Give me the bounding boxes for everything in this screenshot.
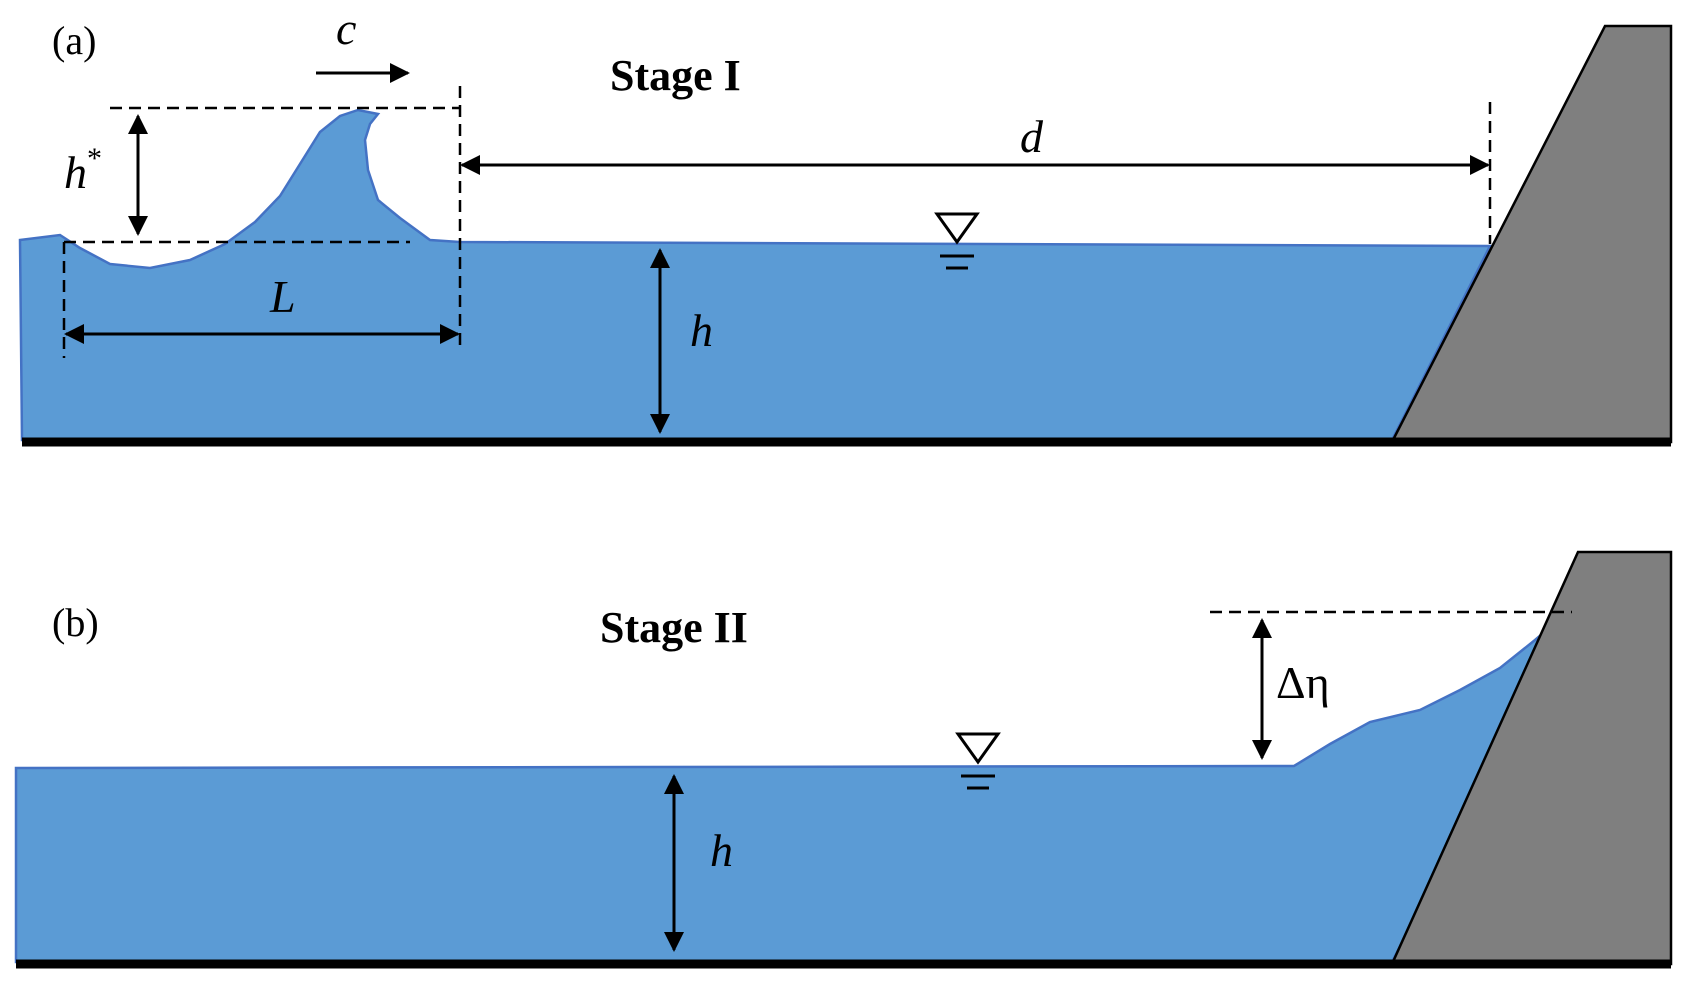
wave-height-label: h* — [64, 142, 102, 198]
water-body-a — [18, 108, 1493, 442]
panel-a: (a) Stage I c h* L d — [18, 3, 1673, 447]
depth-label-a: h — [690, 305, 713, 356]
wave-length-label: L — [269, 271, 296, 322]
panel-b-label: (b) — [52, 600, 99, 645]
free-surface-symbol-b — [955, 732, 1001, 790]
stage-2-title: Stage II — [600, 603, 748, 652]
runup-label: Δη — [1276, 657, 1330, 708]
panel-b: (b) Stage II Δη h — [14, 550, 1673, 969]
panel-a-label: (a) — [52, 18, 96, 63]
slope-a — [1389, 24, 1673, 444]
wave-speed-label: c — [336, 3, 356, 54]
stage-1-title: Stage I — [610, 51, 741, 100]
distance-label: d — [1020, 111, 1044, 162]
free-surface-symbol-a — [934, 212, 980, 270]
water-body-b — [14, 608, 1574, 964]
depth-label-b: h — [710, 825, 733, 876]
